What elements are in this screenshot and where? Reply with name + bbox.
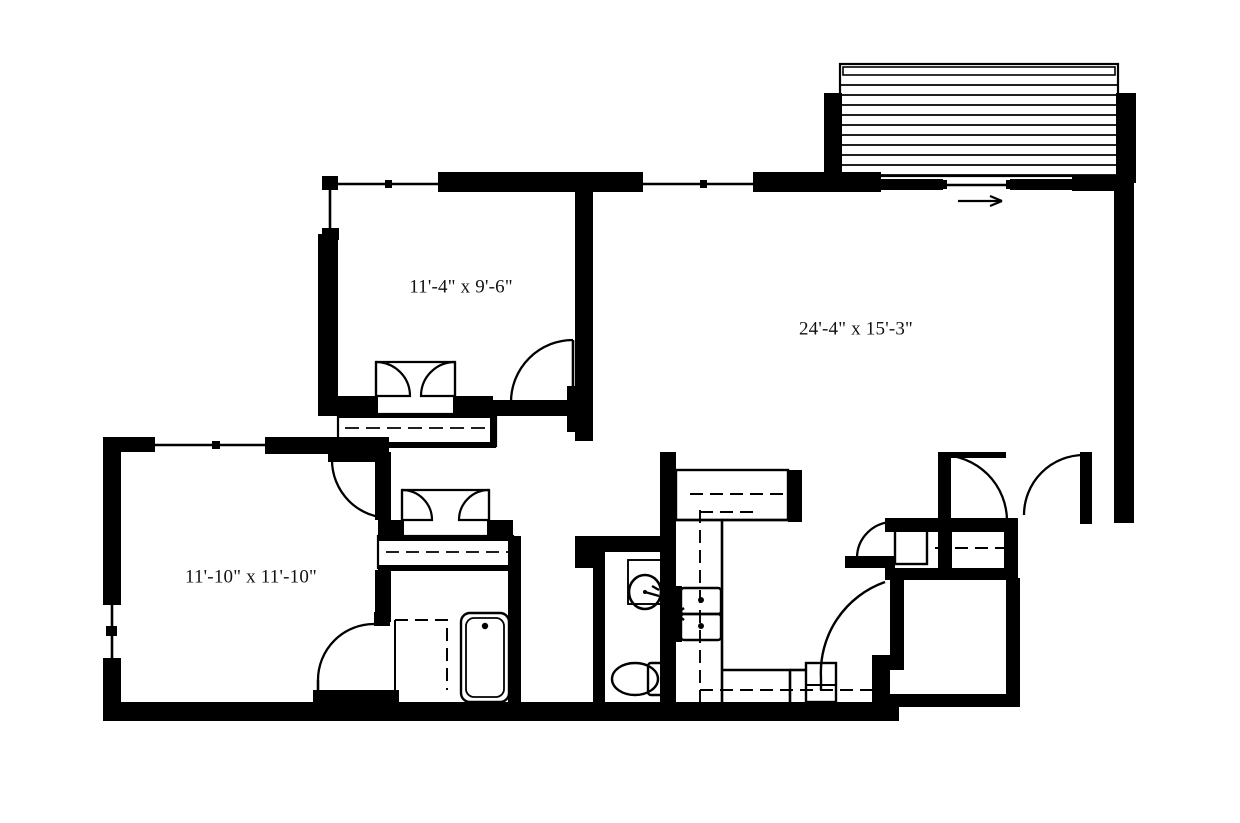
closet-band bbox=[885, 518, 1018, 580]
storage-room-walls bbox=[890, 576, 1020, 707]
kitchen-double-sink bbox=[675, 586, 723, 642]
kitchen-partition bbox=[788, 470, 802, 522]
balcony-wall-stubs bbox=[824, 93, 1136, 183]
vanity-cabinet-outline bbox=[394, 619, 448, 700]
sliding-glass-door[interactable] bbox=[881, 177, 1117, 208]
kitchen bbox=[674, 468, 880, 704]
door-storage[interactable] bbox=[1022, 452, 1092, 524]
door-entry[interactable] bbox=[819, 580, 886, 690]
exterior-wall-bottom bbox=[103, 702, 899, 721]
wall-bedroom2-right-upper bbox=[375, 452, 391, 520]
wall-bath-right bbox=[593, 552, 605, 702]
closet-entry[interactable] bbox=[845, 520, 929, 568]
slide-direction-arrow bbox=[958, 194, 1003, 208]
exterior-wall-top bbox=[322, 172, 881, 192]
wall-bedroom1-left bbox=[318, 234, 338, 416]
wall-bedroom1-right bbox=[575, 190, 593, 441]
wall-bedroom1-door-header bbox=[493, 400, 577, 416]
wall-bathroom-left bbox=[508, 536, 521, 620]
room-label-bedroom-1: 11'-4" x 9'-6" bbox=[409, 276, 513, 297]
wall-kitchen-right-lower bbox=[872, 655, 890, 707]
wall-hall-upper bbox=[575, 536, 593, 568]
exterior-wall-right bbox=[1114, 183, 1134, 523]
wall-kitchen-left bbox=[660, 452, 676, 702]
bathtub bbox=[459, 611, 511, 704]
bathroom-sink bbox=[627, 559, 663, 611]
closet-bedroom-2 bbox=[376, 488, 515, 571]
closet-bedroom-1 bbox=[336, 360, 498, 448]
exterior-wall-left bbox=[103, 437, 121, 710]
room-label-bedroom-2: 11'-10" x 11'-10" bbox=[185, 566, 317, 587]
room-label-living-room: 24'-4" x 15'-3" bbox=[799, 318, 913, 339]
wall-bedroom2-right-lower bbox=[375, 570, 391, 622]
closet-hall-upper[interactable] bbox=[938, 452, 1009, 522]
wall-hall-top bbox=[593, 536, 661, 552]
bathroom bbox=[394, 536, 521, 704]
door-bathroom[interactable] bbox=[313, 612, 399, 702]
balcony-deck bbox=[838, 62, 1120, 178]
toilet bbox=[610, 661, 669, 697]
wall-bathroom-left-lower bbox=[508, 620, 521, 702]
